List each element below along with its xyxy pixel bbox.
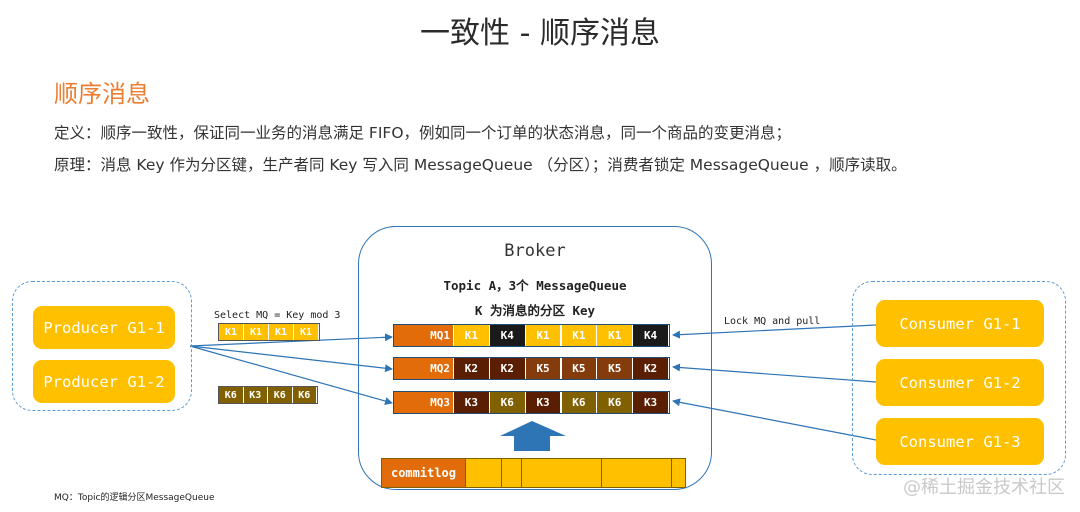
batch-message-cell: K1	[219, 324, 244, 340]
page-title: 一致性 - 顺序消息	[420, 16, 660, 51]
queue-message-cell: K1	[525, 325, 562, 346]
broker-label: Broker	[504, 241, 566, 261]
queue-message-cell: K5	[561, 358, 598, 379]
batch-message-cell: K6	[292, 387, 317, 403]
queue-message-cell: K2	[633, 358, 669, 379]
queue-message-cell: K6	[489, 392, 526, 413]
topic-label: Topic A，3个 MessageQueue	[443, 278, 627, 293]
commitlog-segment	[522, 459, 602, 487]
queue-message-cell: K2	[489, 358, 526, 379]
consumer-g1-1-box: Consumer G1-1	[876, 300, 1044, 347]
principle-text: 原理：消息 Key 作为分区键，生产者同 Key 写入同 MessageQueu…	[54, 156, 907, 174]
partition-key-label: K 为消息的分区 Key	[474, 303, 596, 318]
queue-message-cell: K6	[597, 392, 634, 413]
consumer-g1-3-box: Consumer G1-3	[876, 418, 1044, 465]
commitlog-up-arrow	[500, 421, 566, 451]
section-title: 顺序消息	[54, 80, 150, 108]
commitlog-segment	[466, 459, 502, 487]
queue-message-cell: K1	[561, 325, 598, 346]
definition-text: 定义：顺序一致性，保证同一业务的消息满足 FIFO，例如同一个订单的状态消息，同…	[54, 124, 792, 142]
queue-name-label: MQ3	[394, 392, 454, 413]
producer-g1-2-box: Producer G1-2	[33, 360, 175, 403]
commitlog-segment	[502, 459, 522, 487]
batch-message-cell: K3	[243, 387, 268, 403]
queue-name-label: MQ1	[394, 325, 454, 346]
footnote: MQ：Topic的逻辑分区MessageQueue	[54, 493, 215, 503]
consumer2-to-mq2-arrow	[672, 363, 877, 383]
queue-message-cell: K2	[454, 358, 490, 379]
queue-message-cell: K4	[489, 325, 526, 346]
queue-message-cell: K6	[561, 392, 598, 413]
commitlog-label: commitlog	[382, 459, 466, 487]
select-mq-label: Select MQ = Key mod 3	[214, 310, 341, 321]
producer-g1-1-box: Producer G1-1	[33, 306, 175, 349]
lock-mq-label: Lock MQ and pull	[724, 316, 821, 327]
batch-message-cell: K1	[269, 324, 294, 340]
consumer-g1-2-box: Consumer G1-2	[876, 359, 1044, 406]
commitlog-row: commitlog	[381, 458, 686, 488]
batch-message-cell: K1	[244, 324, 269, 340]
queue-message-cell: K1	[454, 325, 490, 346]
queue-message-cell: K3	[454, 392, 490, 413]
queue-name-label: MQ2	[394, 358, 454, 379]
consumer-group	[852, 281, 1066, 475]
queue-message-cell: K5	[597, 358, 634, 379]
batch-message-cell: K6	[219, 387, 244, 403]
queue-message-cell: K3	[525, 392, 562, 413]
batch-message-cell: K6	[268, 387, 293, 403]
watermark: @稀土掘金技术社区	[903, 477, 1065, 498]
commitlog-segment	[602, 459, 672, 487]
queue-message-cell: K1	[597, 325, 634, 346]
consumer1-to-mq1-arrow	[672, 324, 877, 339]
consumer3-to-mq3-arrow	[672, 398, 877, 441]
batch-message-cell: K1	[294, 324, 319, 340]
queue-message-cell: K5	[525, 358, 562, 379]
broker-container	[358, 226, 712, 490]
producer-group	[12, 281, 192, 411]
queue-message-cell: K4	[633, 325, 669, 346]
queue-message-cell: K3	[633, 392, 669, 413]
